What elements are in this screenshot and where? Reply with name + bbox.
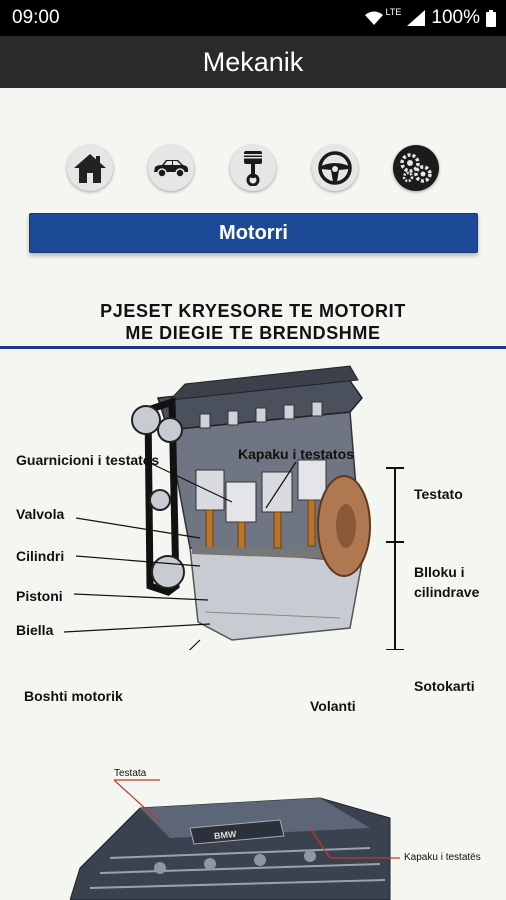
label-testato: Testato (414, 486, 463, 502)
piston-icon (244, 151, 262, 186)
home-icon (74, 154, 106, 183)
nav-car-button[interactable] (148, 145, 194, 191)
label-guarnicioni: Guarnicioni i testatos (16, 452, 160, 468)
label-volanti: Volanti (310, 698, 356, 714)
status-indicators: LTE 100% (364, 7, 496, 29)
nav-gears-button[interactable] (393, 145, 439, 191)
label-kapaku: Kapaku i testatos (238, 446, 354, 462)
car-icon (154, 160, 188, 178)
battery-percent: 100% (431, 7, 480, 28)
engine-illustration (63, 365, 404, 650)
label-blloku-line1: Blloku i (414, 564, 465, 580)
status-bar: 09:00 LTE 100% (0, 0, 506, 36)
app-title: Mekanik (202, 47, 304, 77)
engine-diagram-2: Testata Kapaku i testatës BMW (70, 768, 506, 900)
content-area[interactable]: Motorri PJESET KRYESORE TE MOTORIT ME DI… (0, 88, 506, 900)
nav-home-button[interactable] (67, 145, 113, 191)
title-divider (0, 346, 506, 349)
engine-diagram: Guarnicioni i testatos Kapaku i testatos… (0, 350, 506, 714)
label-sotokarti: Sotokarti (414, 678, 475, 694)
app-bar: Mekanik (0, 36, 506, 88)
label-boshti: Boshti motorik (24, 688, 123, 704)
label-valvola: Valvola (16, 506, 65, 522)
battery-icon (486, 9, 496, 27)
label-cilindri: Cilindri (16, 548, 65, 564)
label-biella: Biella (16, 622, 54, 638)
label-pistoni: Pistoni (16, 588, 63, 604)
signal-icon (407, 10, 426, 26)
category-nav (0, 145, 506, 191)
section-motorri-button[interactable]: Motorri (29, 213, 478, 253)
diagram-title: PJESET KRYESORE TE MOTORIT ME DIEGIE TE … (0, 300, 506, 344)
nav-steering-button[interactable] (312, 145, 358, 191)
label-blloku-line2: cilindrave (414, 584, 480, 600)
label-kapaku-testates: Kapaku i testatës (404, 852, 481, 863)
nav-piston-button[interactable] (230, 145, 276, 191)
gears-icon (400, 153, 432, 183)
engine-illustration-2 (70, 779, 400, 900)
network-type: LTE (385, 7, 402, 17)
diagram-title-line1: PJESET KRYESORE TE MOTORIT (100, 301, 406, 321)
label-testata: Testata (114, 768, 147, 779)
diagram-title-line2: ME DIEGIE TE BRENDSHME (125, 323, 381, 343)
steering-wheel-icon (318, 151, 352, 185)
wifi-icon (364, 11, 383, 25)
status-time: 09:00 (12, 7, 60, 28)
